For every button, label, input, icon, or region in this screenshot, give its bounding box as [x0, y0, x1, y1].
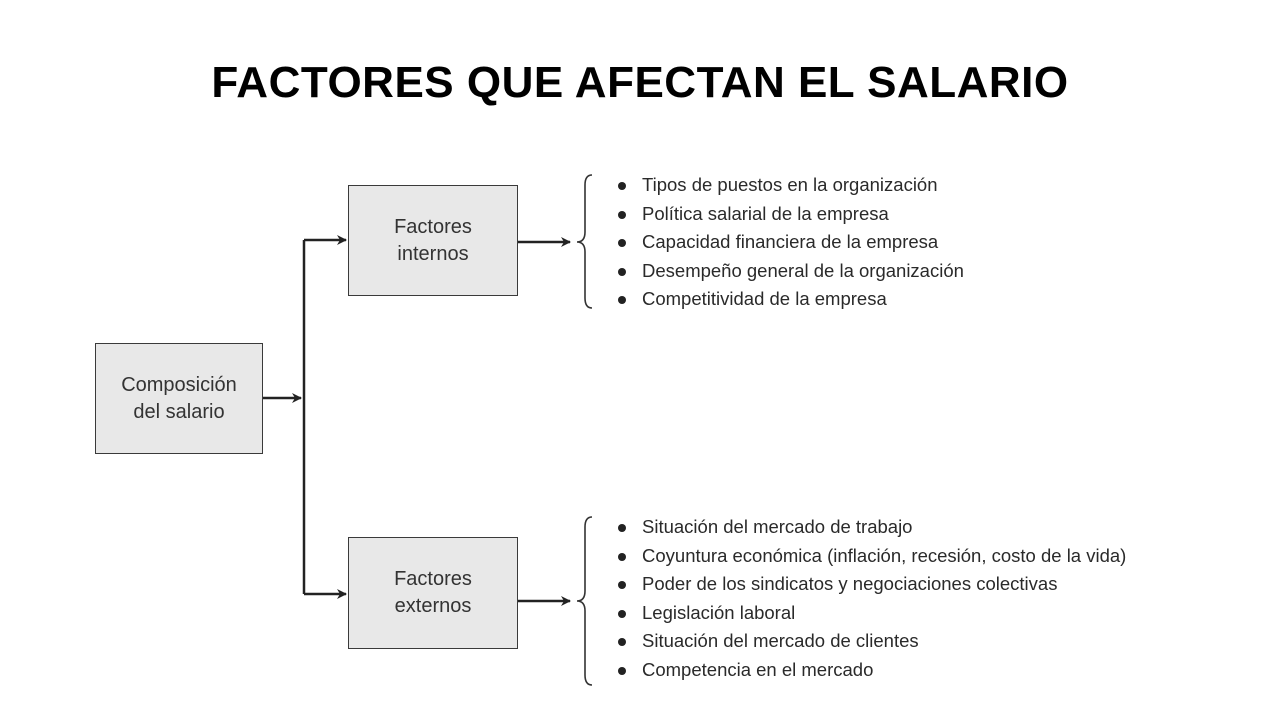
internal-box-line1: Factores: [394, 215, 472, 238]
external-box-line1: Factores: [394, 568, 472, 590]
list-item: Competitividad de la empresa: [616, 285, 964, 314]
internal-brace: [576, 174, 593, 309]
list-item: Competencia en el mercado: [616, 656, 1126, 685]
list-item: Poder de los sindicatos y negociaciones …: [616, 570, 1126, 599]
main-box-line1: Composición: [121, 373, 237, 396]
external-box-line2: externos: [394, 595, 472, 617]
list-item: Desempeño general de la organización: [616, 257, 964, 286]
list-item: Legislación laboral: [616, 599, 1126, 628]
salary-composition-box: Composición del salario: [95, 343, 263, 454]
list-item: Capacidad financiera de la empresa: [616, 228, 964, 257]
page-title: FACTORES QUE AFECTAN EL SALARIO: [211, 58, 1069, 107]
internal-factors-list: Tipos de puestos en la organización Polí…: [616, 171, 964, 314]
internal-factors-box: Factores internos: [348, 185, 518, 296]
list-item: Situación del mercado de clientes: [616, 627, 1126, 656]
external-brace: [576, 516, 593, 686]
list-item: Coyuntura económica (inflación, recesión…: [616, 542, 1126, 571]
external-factors-box: Factores externos: [348, 537, 518, 649]
list-item: Tipos de puestos en la organización: [616, 171, 964, 200]
external-factors-list: Situación del mercado de trabajo Coyuntu…: [616, 513, 1126, 685]
main-box-line2: del salario: [133, 400, 225, 423]
list-item: Situación del mercado de trabajo: [616, 513, 1126, 542]
internal-box-line2: internos: [397, 242, 469, 265]
list-item: Política salarial de la empresa: [616, 200, 964, 229]
